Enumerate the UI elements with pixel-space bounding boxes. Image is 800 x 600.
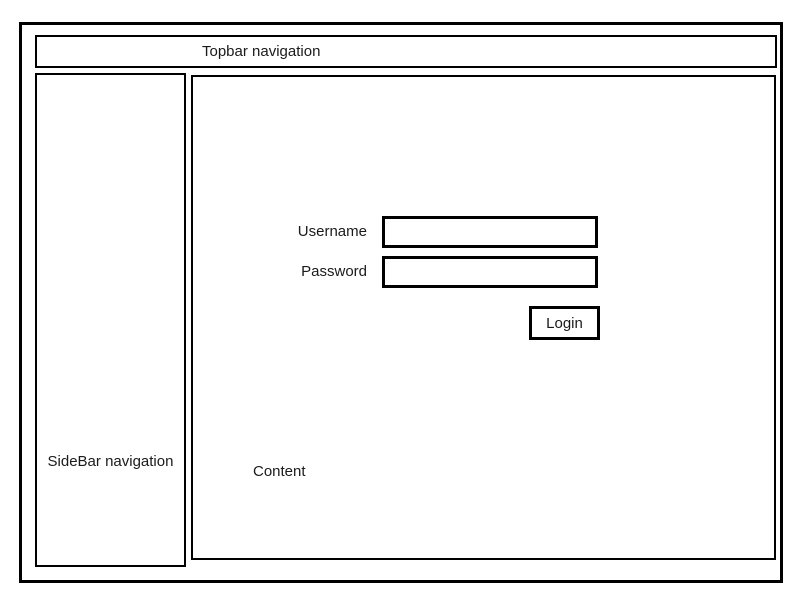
- topbar-navigation-label: Topbar navigation: [202, 43, 321, 60]
- sidebar-navigation-label: SideBar navigation: [47, 453, 174, 470]
- login-button[interactable]: Login: [529, 306, 600, 340]
- sidebar-navigation: SideBar navigation: [35, 73, 186, 567]
- username-label: Username: [297, 223, 367, 240]
- username-input[interactable]: [382, 216, 598, 248]
- topbar-navigation: Topbar navigation: [35, 35, 777, 68]
- password-input[interactable]: [382, 256, 598, 288]
- content-area: Username Password Login Content: [191, 75, 776, 560]
- content-area-label: Content: [253, 463, 306, 480]
- password-label: Password: [301, 263, 367, 280]
- page-frame: Topbar navigation SideBar navigation Use…: [19, 22, 783, 583]
